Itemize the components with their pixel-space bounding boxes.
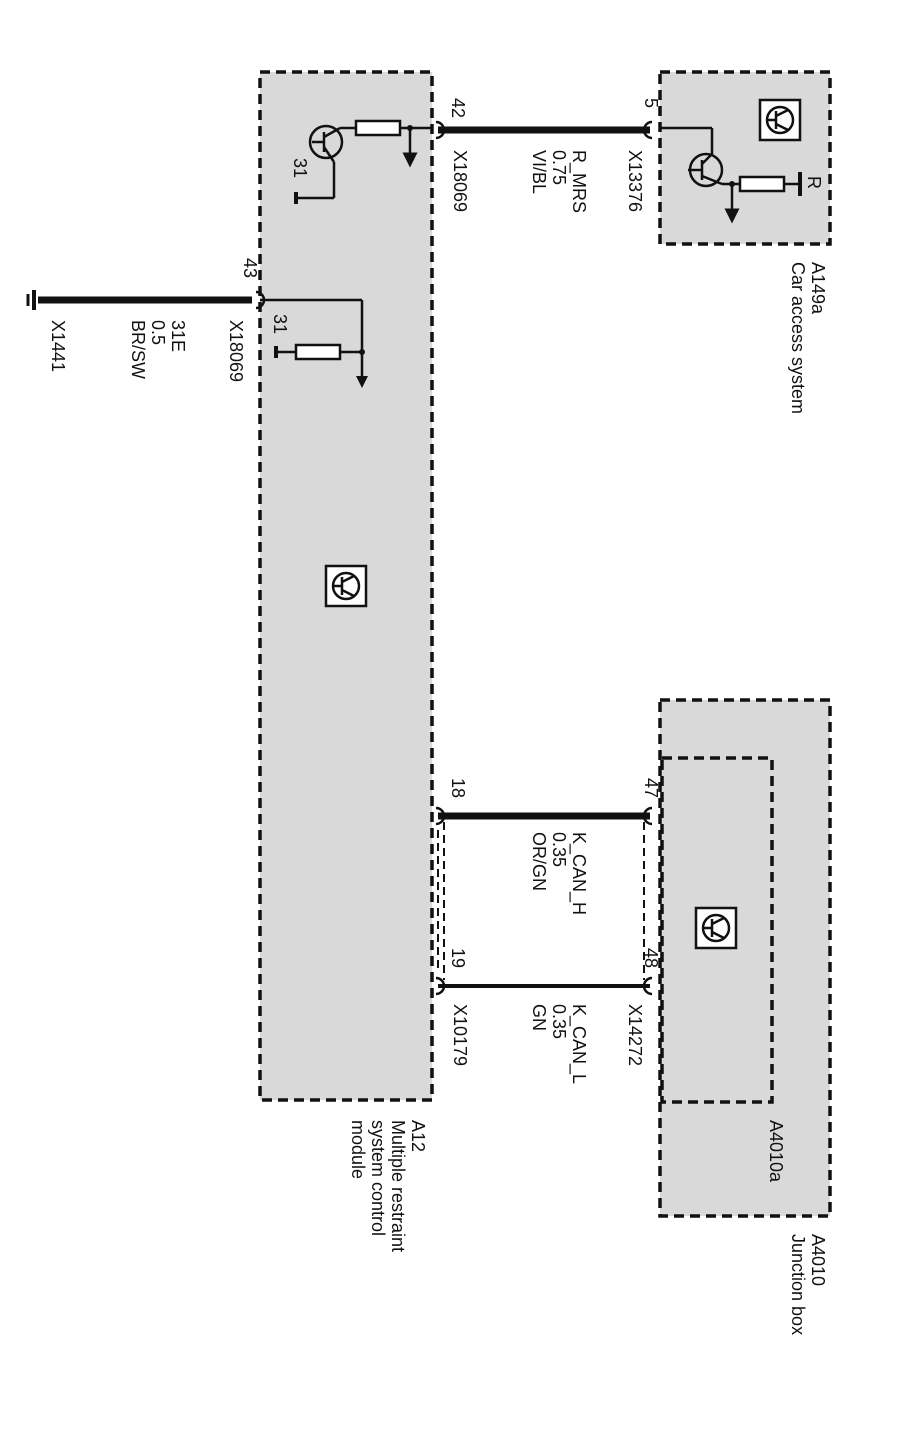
pin-number-42: 42 [448, 98, 468, 118]
connector-label: X13376 [625, 150, 645, 212]
cas-output-circuit [660, 126, 800, 224]
connector-label: X18069 [226, 320, 246, 382]
connector-label: X10179 [450, 1004, 470, 1066]
wire-color-label: GN [529, 1004, 549, 1031]
pin-number-5: 5 [641, 98, 661, 108]
wire-color-label: VI/BL [529, 150, 549, 194]
module-name-line: system control [368, 1120, 388, 1236]
twisted-pair-shield [437, 822, 645, 980]
ground-number-label: 31 [270, 314, 290, 334]
module-name-label: Junction box [788, 1234, 808, 1335]
inner-module-code-label: A4010a [766, 1120, 786, 1183]
module-code-label: A149a [808, 262, 828, 315]
module-code-label: A4010 [808, 1234, 828, 1286]
pin-number-18: 18 [448, 778, 468, 798]
gauge-label: 0.35 [549, 1004, 569, 1039]
control-unit-icon [324, 564, 368, 608]
junction-dot [407, 125, 413, 131]
pin-number-47: 47 [641, 778, 661, 798]
car-access-module-box [658, 70, 832, 246]
connector-label: X18069 [450, 150, 470, 212]
junction-box-inner-box [660, 756, 774, 1104]
ground-arrow [356, 376, 368, 388]
module-name-line: module [348, 1120, 368, 1179]
wire-color-label: BR/SW [128, 320, 148, 379]
supply-label: R [804, 176, 824, 189]
junction-dot [729, 181, 735, 187]
connector-label: X14272 [625, 1004, 645, 1066]
connector-pins [255, 120, 653, 996]
gauge-label: 0.5 [148, 320, 168, 345]
ground-number-label: 31 [290, 158, 310, 178]
mrs-input-circuit [296, 119, 432, 200]
pin-number-43: 43 [240, 258, 260, 278]
junction-dot [359, 349, 365, 355]
module-name-label: Car access system [788, 262, 808, 414]
signal-label: R_MRS [568, 150, 589, 213]
control-unit-icon [758, 98, 802, 142]
ground-symbol [26, 290, 36, 310]
module-name-line: Multiple restraint [388, 1120, 408, 1252]
module-code-label: A12 [408, 1120, 428, 1152]
signal-label: 31E [168, 320, 188, 352]
ground-point-label: X1441 [48, 320, 68, 372]
signal-label: K_CAN_H [568, 832, 589, 915]
gauge-label: 0.35 [549, 832, 569, 867]
control-unit-icon [694, 906, 738, 950]
wire-color-label: OR/GN [529, 832, 549, 891]
mrs-ground-circuit [260, 298, 364, 382]
pin-number-48: 48 [641, 948, 661, 968]
signal-label: K_CAN_L [568, 1004, 589, 1084]
junction-box-module-box [658, 698, 832, 1218]
pin-number-19: 19 [448, 948, 468, 968]
gauge-label: 0.75 [549, 150, 569, 185]
